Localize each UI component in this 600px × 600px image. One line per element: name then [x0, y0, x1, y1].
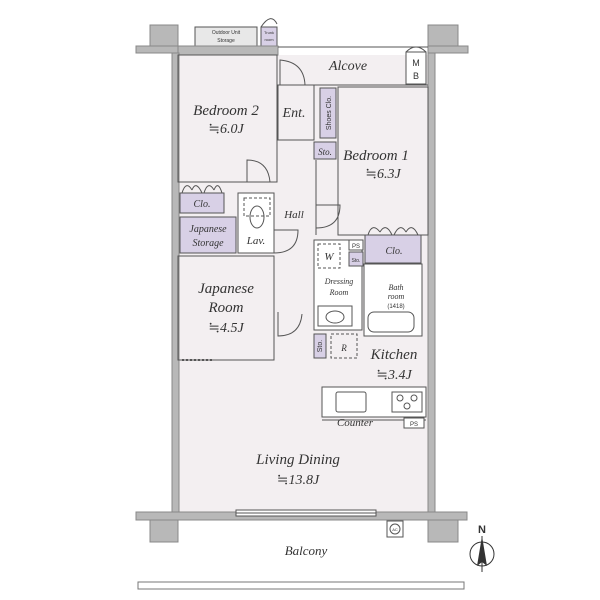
balcony-label: Balcony — [285, 543, 328, 558]
alcove-label: Alcove — [328, 59, 367, 74]
washbasin-bowl — [325, 310, 345, 324]
north-arrow-icon — [469, 536, 495, 572]
japanese-storage-label-2: Storage — [192, 238, 224, 249]
lavatory-door — [273, 229, 299, 254]
bedroom2-outline — [177, 54, 278, 183]
hall-label: Hall — [283, 209, 304, 221]
bedroom2-name: Bedroom 2 — [193, 103, 259, 119]
entrance-label: Ent. — [282, 106, 306, 121]
outdoor-unit-label-2: Storage — [217, 38, 235, 44]
bathroom — [363, 263, 423, 337]
meter-box-door — [405, 46, 427, 53]
trunk-label-2: room — [264, 37, 274, 42]
washbasin — [317, 305, 353, 327]
bedroom2-door — [246, 159, 271, 183]
toilet-icon — [249, 205, 265, 229]
japanese-storage — [179, 216, 237, 254]
dressing-storage — [348, 251, 364, 267]
bedroom1-closet — [364, 234, 422, 264]
ac-fan-icon — [389, 523, 401, 535]
shoes-closet-label: Shoes Clo. — [326, 96, 333, 130]
bathroom-label-1: Bath — [388, 283, 403, 292]
bedroom1-area: ≒6.3J — [365, 167, 401, 182]
meter-box — [405, 51, 427, 85]
outdoor-unit-label-1: Outdoor Unit — [212, 30, 241, 36]
trunk-label-1: Trunk — [264, 30, 274, 35]
wall-bottomleft-column — [149, 519, 179, 543]
dressing-room-label-2: Room — [329, 288, 349, 297]
burner-1 — [396, 394, 404, 402]
kitchen-area: ≒3.4J — [376, 368, 412, 383]
bathroom-label-2: room — [388, 292, 405, 301]
counter-label: Counter — [337, 417, 374, 429]
wall-bottomright-column — [427, 519, 459, 543]
north-label: N — [478, 524, 486, 536]
pipe-space-label-1: PS — [352, 244, 360, 250]
bathroom-size: (1418) — [387, 304, 404, 310]
entrance-door — [279, 59, 306, 86]
kitchen-name: Kitchen — [370, 347, 418, 363]
pipe-space-label-2: PS — [410, 422, 418, 428]
sink-icon — [335, 391, 367, 413]
kitchen-storage-label: Sto. — [317, 340, 324, 353]
dressing-room-label-1: Dressing — [324, 277, 354, 286]
ac-unit — [386, 520, 404, 538]
bedroom2-closet-doors — [181, 185, 223, 194]
hall-door — [277, 312, 303, 337]
bedroom1-closet-doors — [367, 227, 419, 236]
japanese-storage-label-1: Japanese — [189, 224, 227, 235]
burner-2 — [410, 394, 418, 402]
entrance-area — [277, 84, 315, 141]
bedroom1-name: Bedroom 1 — [343, 148, 409, 164]
balcony-railing — [137, 581, 465, 590]
ac-label: AC — [392, 527, 398, 532]
japanese-room-name-2: Room — [208, 300, 244, 316]
washer-space — [317, 243, 341, 269]
bedroom2-area: ≒6.0J — [208, 122, 244, 137]
wall-topleft-ledge — [135, 45, 179, 54]
wall-top-bedroom2 — [177, 45, 279, 56]
stove-icon — [391, 391, 423, 413]
hall-storage — [313, 141, 337, 160]
living-dining-area: ≒13.8J — [277, 473, 320, 488]
refrigerator-space — [330, 333, 358, 359]
bathtub-icon — [367, 311, 415, 333]
japanese-room-area: ≒4.5J — [208, 321, 244, 336]
hall-storage-label: Sto. — [318, 147, 332, 157]
shoes-closet — [319, 87, 337, 139]
japanese-room-outline — [177, 255, 275, 361]
lavatory-label: Lav. — [246, 235, 265, 247]
washer-label: W — [324, 251, 334, 263]
bedroom1-closet-label: Clo. — [386, 246, 403, 257]
bedroom2-closet-label: Clo. — [194, 199, 211, 210]
wall-topright-ledge — [427, 45, 469, 54]
japanese-room-name-1: Japanese — [198, 281, 254, 297]
bedroom1-door — [315, 204, 341, 229]
pipe-space-1 — [348, 239, 364, 251]
wall-right — [427, 52, 436, 514]
refrigerator-label: R — [340, 343, 347, 353]
meter-box-label-1: M — [412, 58, 420, 68]
dressing-storage-label: Sto. — [352, 258, 361, 264]
burner-3 — [403, 402, 411, 410]
trunk-door-swing — [260, 18, 278, 28]
meter-box-label-2: B — [413, 71, 419, 81]
lavatory-cabinet — [243, 197, 271, 217]
living-dining-name: Living Dining — [255, 452, 340, 468]
kitchen-storage — [313, 333, 327, 359]
pipe-space-2 — [403, 417, 425, 429]
